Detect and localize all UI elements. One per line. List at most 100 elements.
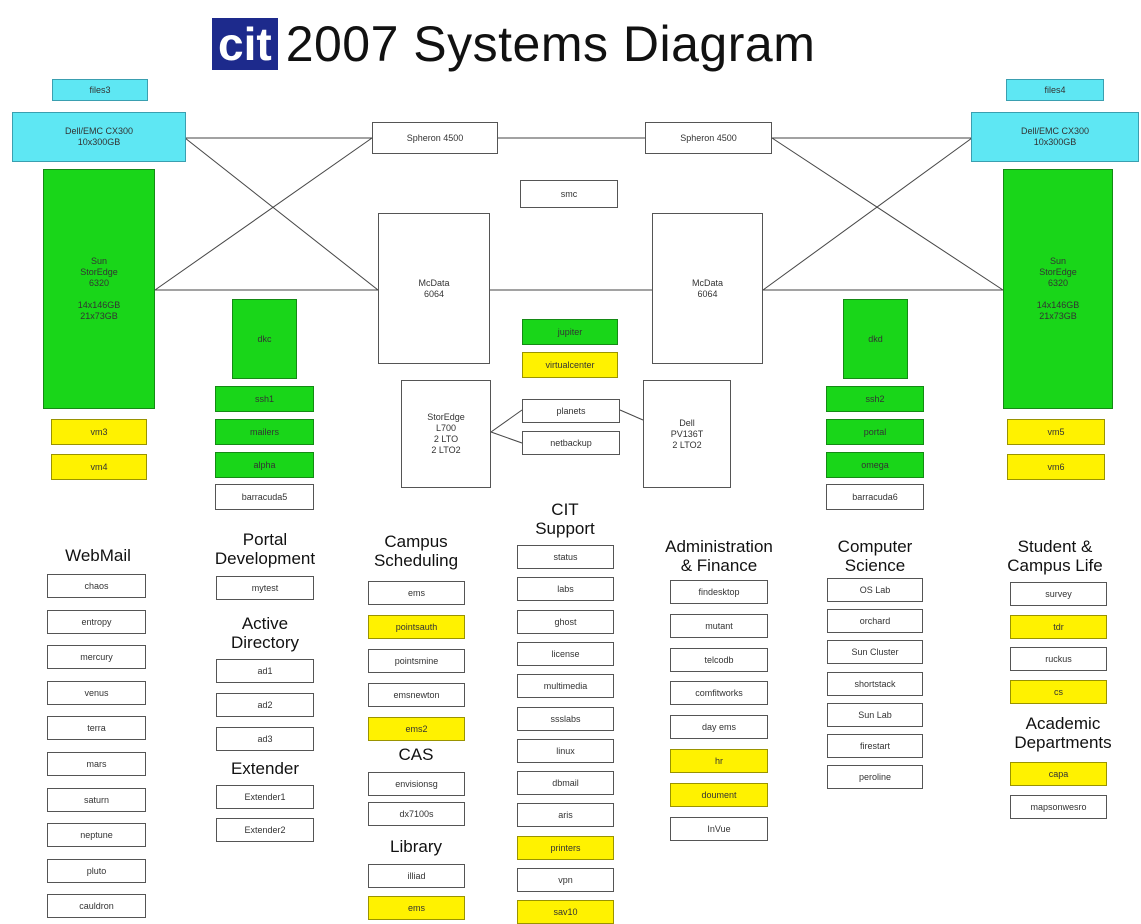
virtualcenter-box[interactable]: virtualcenter <box>522 352 618 378</box>
admin-item-findesktop[interactable]: findesktop <box>670 580 768 604</box>
vm5-box[interactable]: vm5 <box>1007 419 1105 445</box>
spheron-right[interactable]: Spheron 4500 <box>645 122 772 154</box>
admin-item-day-ems[interactable]: day ems <box>670 715 768 739</box>
jupiter-box[interactable]: jupiter <box>522 319 618 345</box>
scheduling-header: Campus Scheduling <box>373 532 459 570</box>
ad-item-ad1[interactable]: ad1 <box>216 659 314 683</box>
extender-item-extender2[interactable]: Extender2 <box>216 818 314 842</box>
mcdata-right[interactable]: McData 6064 <box>652 213 763 364</box>
admin-finance-header: Administration & Finance <box>665 537 773 575</box>
support-item-multimedia[interactable]: multimedia <box>517 674 614 698</box>
admin-item-hr[interactable]: hr <box>670 749 768 773</box>
academic-item-mapsonwesro[interactable]: mapsonwesro <box>1010 795 1107 819</box>
admin-item-comfitworks[interactable]: comfitworks <box>670 681 768 705</box>
vm4-box[interactable]: vm4 <box>51 454 147 480</box>
webmail-item-mercury[interactable]: mercury <box>47 645 146 669</box>
webmail-item-chaos[interactable]: chaos <box>47 574 146 598</box>
support-item-ssslabs[interactable]: ssslabs <box>517 707 614 731</box>
admin-item-telcodb[interactable]: telcodb <box>670 648 768 672</box>
omega-box[interactable]: omega <box>826 452 924 478</box>
link-spheron-sun-right <box>771 137 1004 291</box>
support-item-dbmail[interactable]: dbmail <box>517 771 614 795</box>
scheduling-item-ems[interactable]: ems <box>368 581 465 605</box>
files3-tag[interactable]: files3 <box>52 79 148 101</box>
webmail-item-entropy[interactable]: entropy <box>47 610 146 634</box>
admin-item-invue[interactable]: InVue <box>670 817 768 841</box>
support-item-ghost[interactable]: ghost <box>517 610 614 634</box>
cs-item-sun-lab[interactable]: Sun Lab <box>827 703 923 727</box>
sun-storedge-left[interactable]: Sun StorEdge 6320 14x146GB 21x73GB <box>43 169 155 409</box>
student-item-cs[interactable]: cs <box>1010 680 1107 704</box>
webmail-item-cauldron[interactable]: cauldron <box>47 894 146 918</box>
title-text: 2007 Systems Diagram <box>285 16 816 72</box>
planets-box[interactable]: planets <box>522 399 620 423</box>
files4-tag[interactable]: files4 <box>1006 79 1104 101</box>
mailers-box[interactable]: mailers <box>215 419 314 445</box>
scheduling-item-pointsauth[interactable]: pointsauth <box>368 615 465 639</box>
scheduling-item-ems2[interactable]: ems2 <box>368 717 465 741</box>
spheron-left[interactable]: Spheron 4500 <box>372 122 498 154</box>
student-item-ruckus[interactable]: ruckus <box>1010 647 1107 671</box>
webmail-item-neptune[interactable]: neptune <box>47 823 146 847</box>
computer-science-header: Computer Science <box>837 537 913 575</box>
cs-item-firestart[interactable]: firestart <box>827 734 923 758</box>
library-item-ems[interactable]: ems <box>368 896 465 920</box>
portal-header: Portal Development <box>214 530 316 568</box>
ad-item-ad3[interactable]: ad3 <box>216 727 314 751</box>
link-cx-mcdata-left <box>184 137 379 291</box>
storedge-l700-box[interactable]: StorEdge L700 2 LTO 2 LTO2 <box>401 380 491 488</box>
extender-item-extender1[interactable]: Extender1 <box>216 785 314 809</box>
webmail-item-saturn[interactable]: saturn <box>47 788 146 812</box>
portal-item-mytest[interactable]: mytest <box>216 576 314 600</box>
support-item-printers[interactable]: printers <box>517 836 614 860</box>
support-item-sav10[interactable]: sav10 <box>517 900 614 924</box>
portal-box[interactable]: portal <box>826 419 924 445</box>
academic-item-capa[interactable]: capa <box>1010 762 1107 786</box>
dell-pv136t-box[interactable]: Dell PV136T 2 LTO2 <box>643 380 731 488</box>
ssh1-box[interactable]: ssh1 <box>215 386 314 412</box>
scheduling-item-pointsmine[interactable]: pointsmine <box>368 649 465 673</box>
cs-item-orchard[interactable]: orchard <box>827 609 923 633</box>
cs-item-os-lab[interactable]: OS Lab <box>827 578 923 602</box>
dkd-box[interactable]: dkd <box>843 299 908 379</box>
admin-item-doument[interactable]: doument <box>670 783 768 807</box>
webmail-item-venus[interactable]: venus <box>47 681 146 705</box>
admin-item-mutant[interactable]: mutant <box>670 614 768 638</box>
barracuda5-box[interactable]: barracuda5 <box>215 484 314 510</box>
webmail-item-mars[interactable]: mars <box>47 752 146 776</box>
cx300-left[interactable]: Dell/EMC CX300 10x300GB <box>12 112 186 162</box>
support-item-aris[interactable]: aris <box>517 803 614 827</box>
scheduling-item-emsnewton[interactable]: emsnewton <box>368 683 465 707</box>
cas-item-dx7100s[interactable]: dx7100s <box>368 802 465 826</box>
cas-item-envisionsg[interactable]: envisionsg <box>368 772 465 796</box>
support-item-status[interactable]: status <box>517 545 614 569</box>
support-item-vpn[interactable]: vpn <box>517 868 614 892</box>
cs-item-shortstack[interactable]: shortstack <box>827 672 923 696</box>
cx300-right[interactable]: Dell/EMC CX300 10x300GB <box>971 112 1139 162</box>
support-item-license[interactable]: license <box>517 642 614 666</box>
smc-box[interactable]: smc <box>520 180 618 208</box>
support-item-labs[interactable]: labs <box>517 577 614 601</box>
cit-support-header: CIT Support <box>535 500 595 538</box>
dkc-box[interactable]: dkc <box>232 299 297 379</box>
vm3-box[interactable]: vm3 <box>51 419 147 445</box>
vm6-box[interactable]: vm6 <box>1007 454 1105 480</box>
ssh2-box[interactable]: ssh2 <box>826 386 924 412</box>
barracuda6-box[interactable]: barracuda6 <box>826 484 924 510</box>
page-title: cit 2007 Systems Diagram <box>212 14 815 74</box>
mcdata-left[interactable]: McData 6064 <box>378 213 490 364</box>
webmail-item-terra[interactable]: terra <box>47 716 146 740</box>
sun-storedge-right[interactable]: Sun StorEdge 6320 14x146GB 21x73GB <box>1003 169 1113 409</box>
support-item-linux[interactable]: linux <box>517 739 614 763</box>
cs-item-peroline[interactable]: peroline <box>827 765 923 789</box>
student-item-tdr[interactable]: tdr <box>1010 615 1107 639</box>
library-item-illiad[interactable]: illiad <box>368 864 465 888</box>
cit-logo: cit <box>212 18 278 70</box>
cs-item-sun-cluster[interactable]: Sun Cluster <box>827 640 923 664</box>
netbackup-box[interactable]: netbackup <box>522 431 620 455</box>
alpha-box[interactable]: alpha <box>215 452 314 478</box>
student-item-survey[interactable]: survey <box>1010 582 1107 606</box>
webmail-item-pluto[interactable]: pluto <box>47 859 146 883</box>
ad-item-ad2[interactable]: ad2 <box>216 693 314 717</box>
